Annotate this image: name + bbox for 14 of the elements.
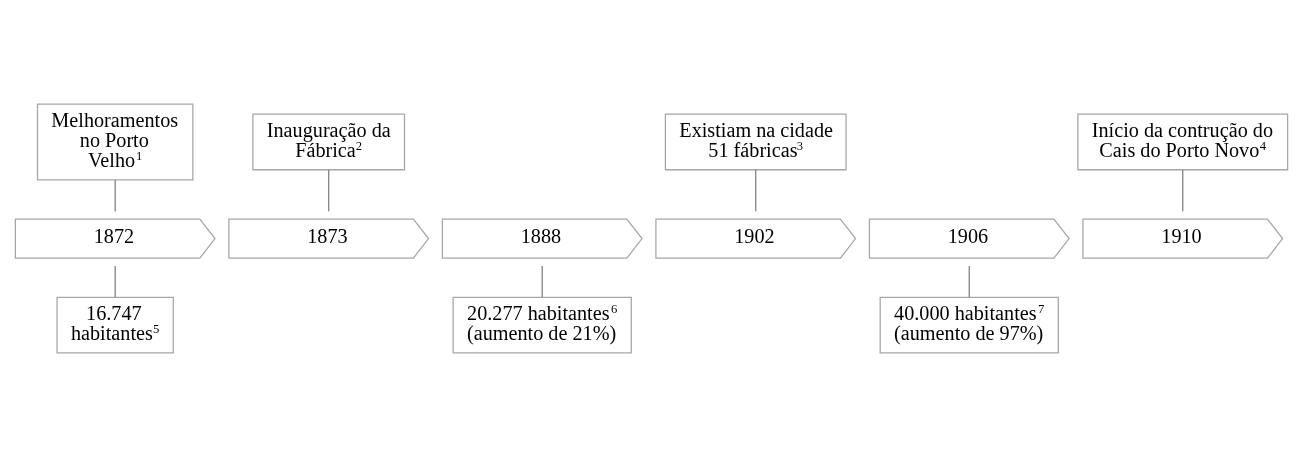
connector <box>541 265 543 298</box>
node-box: Início da contrução do Cais do Porto Novo$^{4}$ <box>1077 113 1289 171</box>
connector <box>968 265 970 298</box>
node-box: Existiam na cidade 51 fábricas$^{3}$ <box>664 113 847 171</box>
connector <box>114 265 116 298</box>
node-box: Melhoramentos no Porto Velho$^{1}$ <box>36 103 194 181</box>
connector <box>328 169 330 212</box>
node-box: Inauguração da Fábrica$^{2}$ <box>252 113 406 171</box>
connector <box>114 179 116 213</box>
connector <box>1182 169 1184 212</box>
node-box: 16.747 habitantes$^{5}$ <box>56 296 174 354</box>
connector <box>755 169 757 212</box>
node-box: 40.000 habitantes$^{7}$ (aumento de 97%) <box>879 296 1059 354</box>
node-box: 20.277 habitantes$^{6}$ (aumento de 21%) <box>452 296 632 354</box>
